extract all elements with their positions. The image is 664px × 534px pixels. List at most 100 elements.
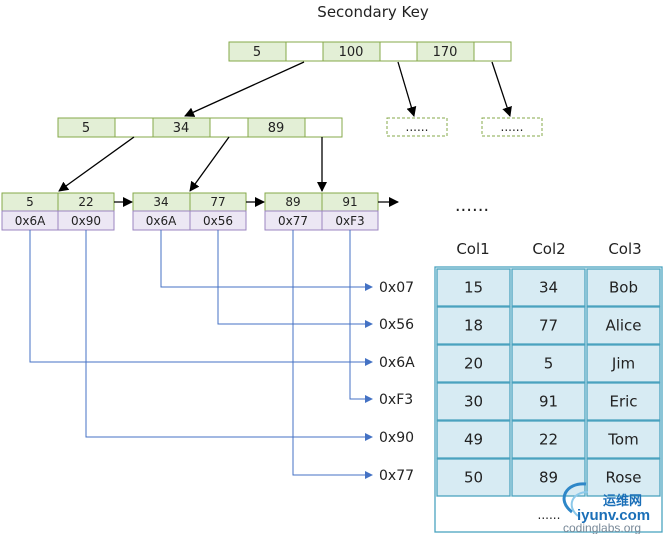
table-cell-text: 49 bbox=[464, 431, 483, 449]
internal-key: 89 bbox=[268, 121, 285, 136]
table-cell-text: 89 bbox=[539, 469, 558, 487]
table-cell bbox=[511, 344, 586, 383]
tree-arrow bbox=[58, 136, 135, 192]
table-header: Col3 bbox=[608, 240, 641, 258]
table-cell bbox=[586, 344, 661, 383]
leaf-pointer: 0x56 bbox=[203, 214, 233, 228]
table-cell-text: 30 bbox=[464, 393, 483, 411]
leaf-node: 89 91 0x77 0xF3 bbox=[264, 192, 379, 231]
watermark: 运维网 iyunv.com codinglabs.org bbox=[562, 482, 650, 534]
wire-0x90 bbox=[85, 230, 373, 441]
leaf-key: 5 bbox=[26, 195, 34, 209]
table-cell-text: 34 bbox=[539, 279, 558, 297]
table-cell-text: 22 bbox=[539, 431, 558, 449]
root-pointer-cell bbox=[285, 41, 324, 62]
table-cell-text: 18 bbox=[464, 317, 483, 335]
table-cell bbox=[436, 420, 511, 459]
wire-0x56 bbox=[217, 230, 373, 328]
table-cell bbox=[511, 420, 586, 459]
internal-key: 5 bbox=[82, 121, 90, 136]
table-cell-text: 20 bbox=[464, 355, 483, 373]
table-cell-text: Rose bbox=[606, 469, 642, 487]
watermark-line2: iyunv.com bbox=[577, 507, 650, 524]
root-key: 100 bbox=[339, 45, 364, 60]
tree-arrow bbox=[397, 61, 417, 117]
table-cell bbox=[511, 382, 586, 421]
table-cell-text: Bob bbox=[609, 279, 638, 297]
wire-0x6a bbox=[29, 230, 373, 366]
table-cell bbox=[436, 268, 511, 307]
table-cell-text: Eric bbox=[609, 393, 637, 411]
leaf-pointer: 0x90 bbox=[71, 214, 101, 228]
table-cell-text: 50 bbox=[464, 469, 483, 487]
internal-key: 34 bbox=[173, 121, 190, 136]
table-cell bbox=[586, 420, 661, 459]
table-cell-text: 91 bbox=[539, 393, 558, 411]
wire-0x77 bbox=[292, 230, 373, 479]
root-pointer-cell bbox=[379, 41, 418, 62]
address-label: 0x56 bbox=[379, 317, 414, 333]
table-cell bbox=[436, 306, 511, 345]
wire-0x07 bbox=[160, 230, 373, 291]
leaf-key: 77 bbox=[210, 195, 225, 209]
leaf-pointer: 0x6A bbox=[146, 214, 177, 228]
address-wires bbox=[29, 230, 373, 479]
leaf-key: 89 bbox=[285, 195, 300, 209]
table-cell-text: Tom bbox=[607, 431, 638, 449]
address-label: 0x6A bbox=[379, 355, 415, 371]
root-key: 170 bbox=[433, 45, 458, 60]
root-key: 5 bbox=[253, 45, 261, 60]
leaf-key: 34 bbox=[153, 195, 168, 209]
diagram-title: Secondary Key bbox=[317, 3, 429, 21]
table-cell bbox=[511, 306, 586, 345]
table-cell bbox=[436, 458, 511, 497]
leaf-node: 34 77 0x6A 0x56 bbox=[132, 192, 247, 231]
internal-pointer-cell bbox=[304, 117, 343, 138]
table-cell bbox=[586, 458, 661, 497]
table-cell bbox=[586, 306, 661, 345]
table-cell-text: Alice bbox=[605, 317, 641, 335]
table-cell bbox=[586, 268, 661, 307]
leaf-pointer: 0x77 bbox=[278, 214, 308, 228]
address-label: 0x07 bbox=[379, 280, 414, 296]
internal-node: 5 34 89 bbox=[57, 117, 343, 138]
placeholder-ellipsis: ...... bbox=[406, 120, 429, 134]
address-label: 0x90 bbox=[379, 430, 414, 446]
leaf-more-ellipsis: ...... bbox=[455, 195, 489, 216]
leaf-pointer: 0xF3 bbox=[335, 214, 364, 228]
watermark-line1: 运维网 bbox=[603, 493, 642, 508]
table-cell bbox=[436, 344, 511, 383]
leaf-node: 5 22 0x6A 0x90 bbox=[1, 192, 115, 231]
placeholder-ellipsis: ...... bbox=[501, 120, 524, 134]
internal-pointer-cell bbox=[114, 117, 154, 138]
table-cell-text: 77 bbox=[539, 317, 558, 335]
table-cell-text: Jim bbox=[611, 355, 635, 373]
wire-0xf3 bbox=[349, 230, 373, 403]
address-label: 0x77 bbox=[379, 468, 414, 484]
table-header: Col2 bbox=[532, 240, 565, 258]
root-pointer-cell bbox=[473, 41, 512, 62]
table-header: Col1 bbox=[456, 240, 489, 258]
table-cell bbox=[511, 268, 586, 307]
tree-arrow bbox=[189, 136, 230, 192]
watermark-line3: codinglabs.org bbox=[563, 521, 641, 534]
placeholder-node bbox=[386, 117, 448, 137]
table-cell bbox=[511, 458, 586, 497]
table-cell-text: 15 bbox=[464, 279, 483, 297]
table-cell bbox=[436, 382, 511, 421]
internal-pointer-cell bbox=[209, 117, 249, 138]
watermark-swoosh-icon bbox=[562, 482, 587, 514]
tree-arrow bbox=[491, 61, 512, 117]
root-node: 5 100 170 bbox=[228, 41, 512, 62]
leaf-key: 22 bbox=[78, 195, 93, 209]
address-label: 0xF3 bbox=[379, 392, 413, 408]
table-rows: 15 34 Bob 18 77 Alice 20 5 Jim 30 91 Eric 49 22 Tom 50 8… bbox=[436, 268, 661, 497]
table-cell-text: 5 bbox=[544, 355, 554, 373]
table-more-ellipsis: ...... bbox=[538, 508, 561, 522]
table-cell bbox=[586, 382, 661, 421]
placeholder-node bbox=[481, 117, 543, 137]
leaf-key: 91 bbox=[342, 195, 357, 209]
leaf-pointer: 0x6A bbox=[15, 214, 46, 228]
watermark-swoosh-icon bbox=[570, 491, 589, 517]
